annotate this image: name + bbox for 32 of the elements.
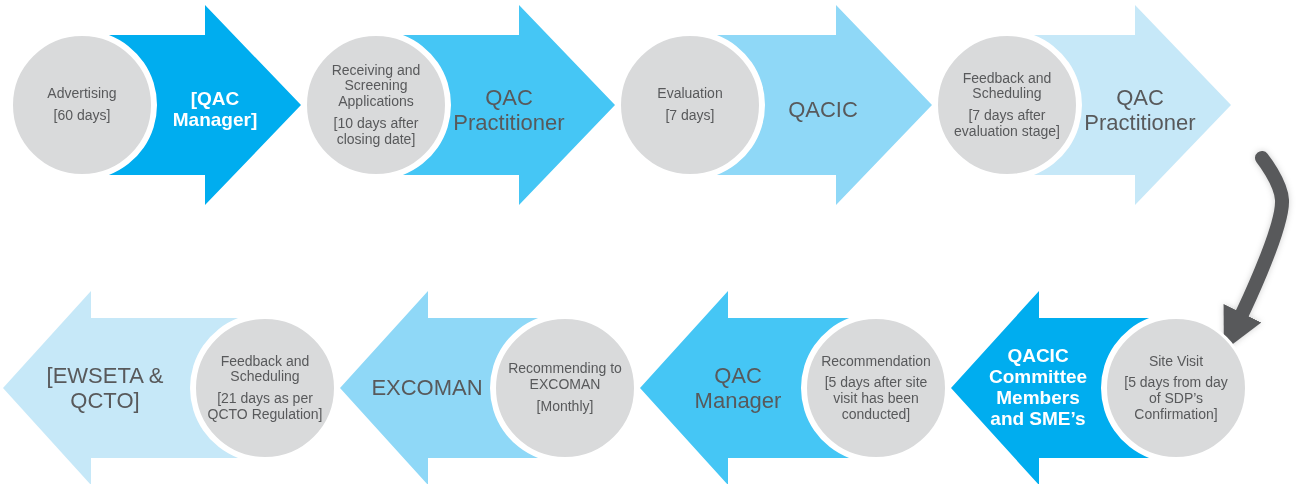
block-arrow — [340, 291, 539, 484]
block-arrow — [3, 291, 239, 484]
step-duration: [10 days after closing date] — [332, 115, 420, 148]
edge-label: [QAC Manager] — [171, 89, 259, 131]
step-duration: [7 days] — [665, 108, 715, 124]
step-duration: [21 days as per QCTO Regulation] — [206, 391, 324, 423]
block-arrow — [402, 5, 615, 205]
step-title: Advertising — [47, 86, 117, 102]
step-title: Feedback and Scheduling — [219, 353, 311, 385]
step-duration: [5 days after site visit has been conducted] — [823, 375, 929, 423]
edge-label: QACIC Committee Members and SME’s — [987, 346, 1089, 430]
step-title: Recommending to EXCOMAN — [507, 361, 623, 393]
block-arrow — [640, 291, 850, 484]
edge-label: EXCOMAN — [370, 375, 484, 401]
edge-label: [EWSETA & QCTO] — [45, 362, 165, 414]
block-arrow — [951, 291, 1150, 484]
step-duration: [Monthly] — [536, 398, 594, 415]
block-arrow — [716, 5, 932, 205]
edge-label: QAC Practitioner — [452, 84, 566, 136]
block-arrow — [108, 5, 301, 205]
step-duration: [7 days after evaluation stage] — [953, 108, 1061, 140]
edge-label: QAC Practitioner — [1083, 84, 1197, 136]
step-title: Feedback and Scheduling — [961, 70, 1053, 102]
edge-label: QAC Manager — [693, 362, 783, 414]
step-duration: [5 days from day of SDP’s Confirmation] — [1123, 375, 1229, 423]
step-duration: [60 days] — [53, 108, 111, 124]
block-arrow — [1033, 5, 1231, 205]
step-title: Receiving and Screening Applications — [330, 62, 422, 110]
step-title: Site Visit — [1148, 353, 1204, 370]
step-title: Recommendation — [821, 353, 931, 370]
edge-label: QACIC — [787, 97, 859, 123]
step-title: Evaluation — [657, 86, 723, 102]
